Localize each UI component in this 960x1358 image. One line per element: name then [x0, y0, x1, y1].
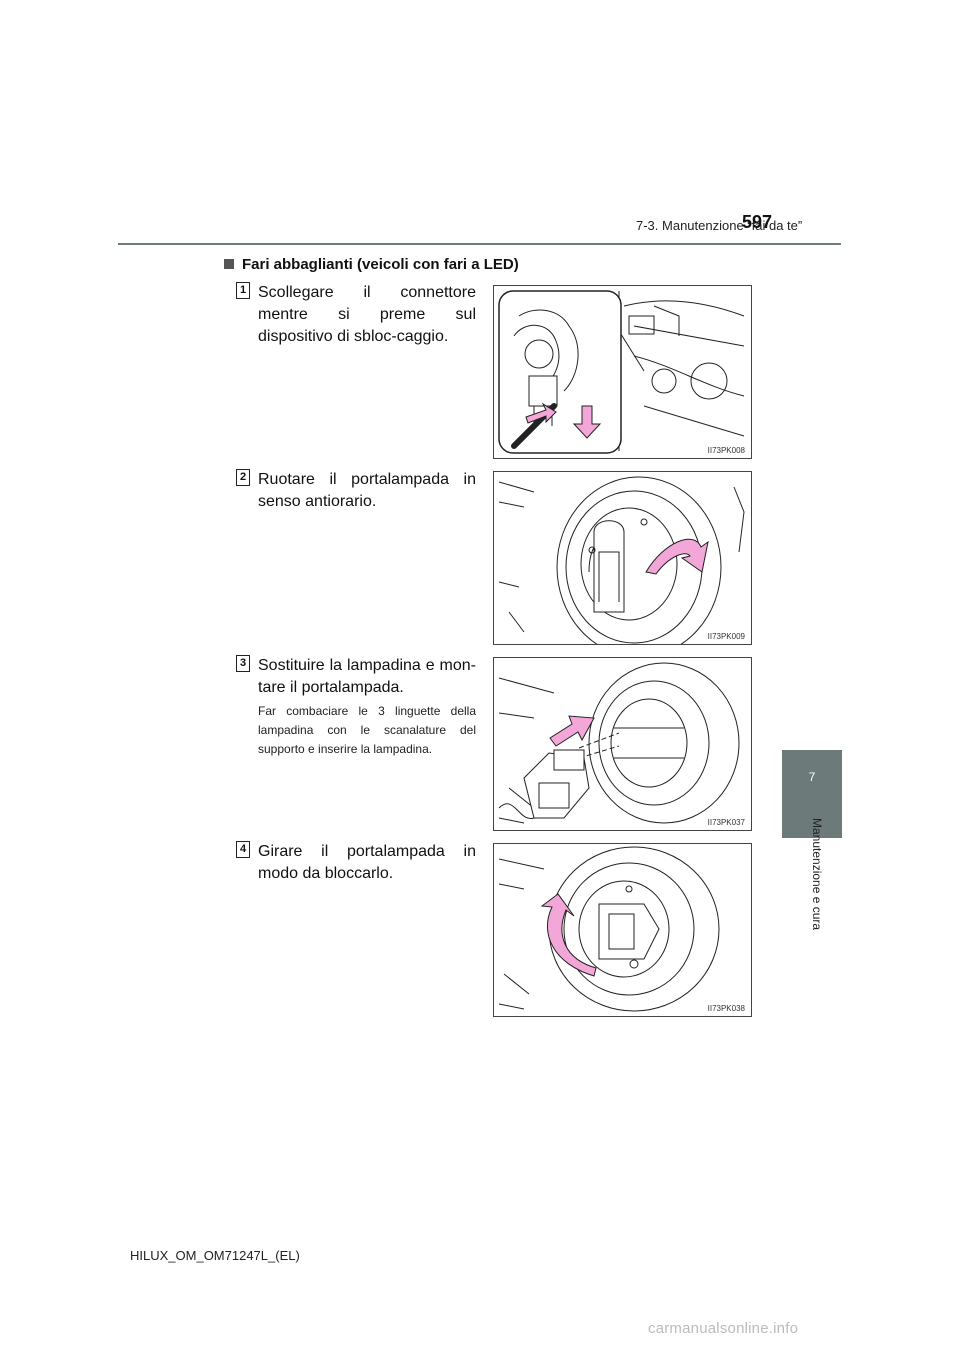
figure-step-2: II73PK009 [493, 471, 752, 645]
figure-step-3: II73PK037 [493, 657, 752, 831]
figure-step-1: II73PK008 [493, 285, 752, 459]
connector-illustration [498, 290, 745, 454]
step-badge-4: 4 [236, 841, 250, 858]
rotate-holder-illustration [498, 476, 745, 644]
step-note-3: Far combaciare le 3 linguette della lamp… [258, 704, 476, 756]
step-text-1: Scollegare il connettore mentre si preme… [258, 284, 476, 345]
step-text-4: Girare il portalampada in modo da blocca… [258, 843, 476, 882]
figure-code-3: II73PK037 [707, 818, 745, 827]
step-text-2: Ruotare il portalampada in senso antiora… [258, 471, 476, 510]
page-number: 597 [742, 212, 773, 232]
replace-bulb-illustration [498, 662, 740, 824]
square-bullet-icon [224, 259, 234, 269]
section-title: Fari abbaglianti (veicoli con fari a LED… [224, 256, 519, 273]
header-rule [118, 243, 841, 245]
step-badge-1: 1 [236, 282, 250, 299]
lock-holder-illustration [498, 846, 720, 1012]
step-badge-3: 3 [236, 655, 250, 672]
figure-code-1: II73PK008 [707, 446, 745, 455]
figure-code-2: II73PK009 [707, 632, 745, 641]
figure-step-4: II73PK038 [493, 843, 752, 1017]
chapter-number: 7 [808, 770, 816, 784]
figure-code-4: II73PK038 [707, 1004, 745, 1013]
step-text-3: Sostituire la lampadina e mon-tare il po… [258, 657, 476, 696]
step-badge-2: 2 [236, 469, 250, 486]
watermark: carmanualsonline.info [648, 1320, 799, 1337]
section-title-text: Fari abbaglianti (veicoli con fari a LED… [242, 256, 519, 273]
document-id: HILUX_OM_OM71247L_(EL) [130, 1248, 300, 1263]
running-header: 7-3. Manutenzione “fai da te” [636, 218, 803, 233]
chapter-tab [782, 750, 842, 838]
chapter-label: Manutenzione e cura [810, 818, 824, 931]
